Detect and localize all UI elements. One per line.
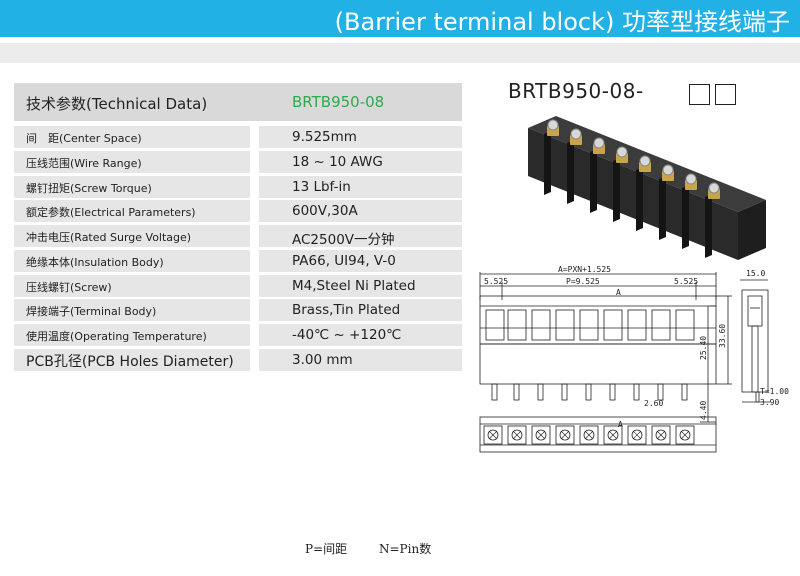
model-code: BRTB950-08- [508, 79, 644, 103]
dim-pin-dia-label: 2.60 [644, 399, 663, 408]
spec-value: PA66, UI94, V-0 [292, 252, 396, 269]
spec-row: 压线螺钉(Screw) M4,Steel Ni Plated [14, 274, 462, 297]
page-title: (Barrier terminal block) 功率型接线端子 [334, 8, 790, 36]
legend-pins: N=Pin数 [379, 542, 432, 556]
spec-table: 技术参数(Technical Data) BRTB950-08 间 距(Cent… [14, 83, 462, 374]
spec-label: 额定参数(Electrical Parameters) [26, 206, 196, 220]
spec-value: M4,Steel Ni Plated [292, 277, 416, 294]
header-banner: (Barrier terminal block) 功率型接线端子 [0, 0, 800, 37]
spec-row: 间 距(Center Space) 9.525mm [14, 126, 462, 148]
dim-total-label: A=PXN+1.525 [558, 265, 611, 274]
spec-value: 13 Lbf-in [292, 178, 351, 195]
spec-row: 螺钉扭矩(Screw Torque) 13 Lbf-in [14, 175, 462, 198]
spec-value: 3.00 mm [292, 351, 353, 368]
spec-label: 冲击电压(Rated Surge Voltage) [26, 231, 192, 244]
header-strip [0, 43, 800, 63]
spec-row: PCB孔径(PCB Holes Diameter) 3.00 mm [14, 348, 462, 371]
spec-label: 间 距(Center Space) [26, 132, 142, 145]
legend-pitch: P=间距 [305, 542, 348, 556]
dim-a-marker: A [616, 288, 621, 297]
technical-drawing: A=PXN+1.525 5.525 P=9.525 5.525 A A 2.60… [479, 265, 789, 453]
dim-side-width-label: 15.0 [746, 269, 765, 278]
spec-header-label: 技术参数(Technical Data) [26, 95, 208, 113]
spec-value: -40℃ ~ +120℃ [292, 327, 402, 343]
spec-row: 额定参数(Electrical Parameters) 600V,30A [14, 200, 462, 223]
spec-label: 压线范围(Wire Range) [26, 156, 142, 170]
spec-label: 焊接端子(Terminal Body) [26, 305, 157, 319]
spec-label: 使用温度(Operating Temperature) [26, 330, 207, 343]
spec-header-value: BRTB950-08 [292, 93, 385, 111]
option-box[interactable] [689, 84, 710, 105]
terminal-block-illustration [528, 116, 766, 260]
spec-row: 压线范围(Wire Range) 18 ~ 10 AWG [14, 150, 462, 173]
spec-label: 螺钉扭矩(Screw Torque) [26, 181, 152, 195]
spec-row: 焊接端子(Terminal Body) Brass,Tin Plated [14, 299, 462, 322]
option-box[interactable] [715, 84, 736, 105]
spec-row: 冲击电压(Rated Surge Voltage) AC2500V一分钟 [14, 225, 462, 248]
spec-table-header: 技术参数(Technical Data) BRTB950-08 [14, 83, 462, 121]
dim-side-offset-label: 3.90 [760, 398, 779, 407]
spec-value: Brass,Tin Plated [292, 302, 401, 319]
spec-value: 600V,30A [292, 203, 358, 220]
dim-pitch-label: P=9.525 [566, 277, 600, 286]
spec-label: 压线螺钉(Screw) [26, 280, 112, 294]
spec-row: 使用温度(Operating Temperature) -40℃ ~ +120℃ [14, 324, 462, 346]
dim-a-marker-bottom: A [618, 420, 623, 429]
dim-height-inner-label: 33.60 [718, 324, 727, 348]
dim-height-body-label: 25.40 [699, 336, 708, 360]
dim-pin-len-label: 4.40 [699, 401, 708, 420]
spec-label: PCB孔径(PCB Holes Diameter) [26, 353, 234, 370]
spec-value: AC2500V一分钟 [292, 232, 395, 248]
spec-row: 绝缘本体(Insulation Body) PA66, UI94, V-0 [14, 249, 462, 272]
spec-value: 9.525mm [292, 129, 357, 145]
dim-left-label: 5.525 [484, 277, 508, 286]
dim-t-label: T=1.00 [760, 387, 789, 396]
spec-value: 18 ~ 10 AWG [292, 153, 383, 170]
dim-right-label: 5.525 [674, 277, 698, 286]
spec-label: 绝缘本体(Insulation Body) [26, 255, 164, 269]
